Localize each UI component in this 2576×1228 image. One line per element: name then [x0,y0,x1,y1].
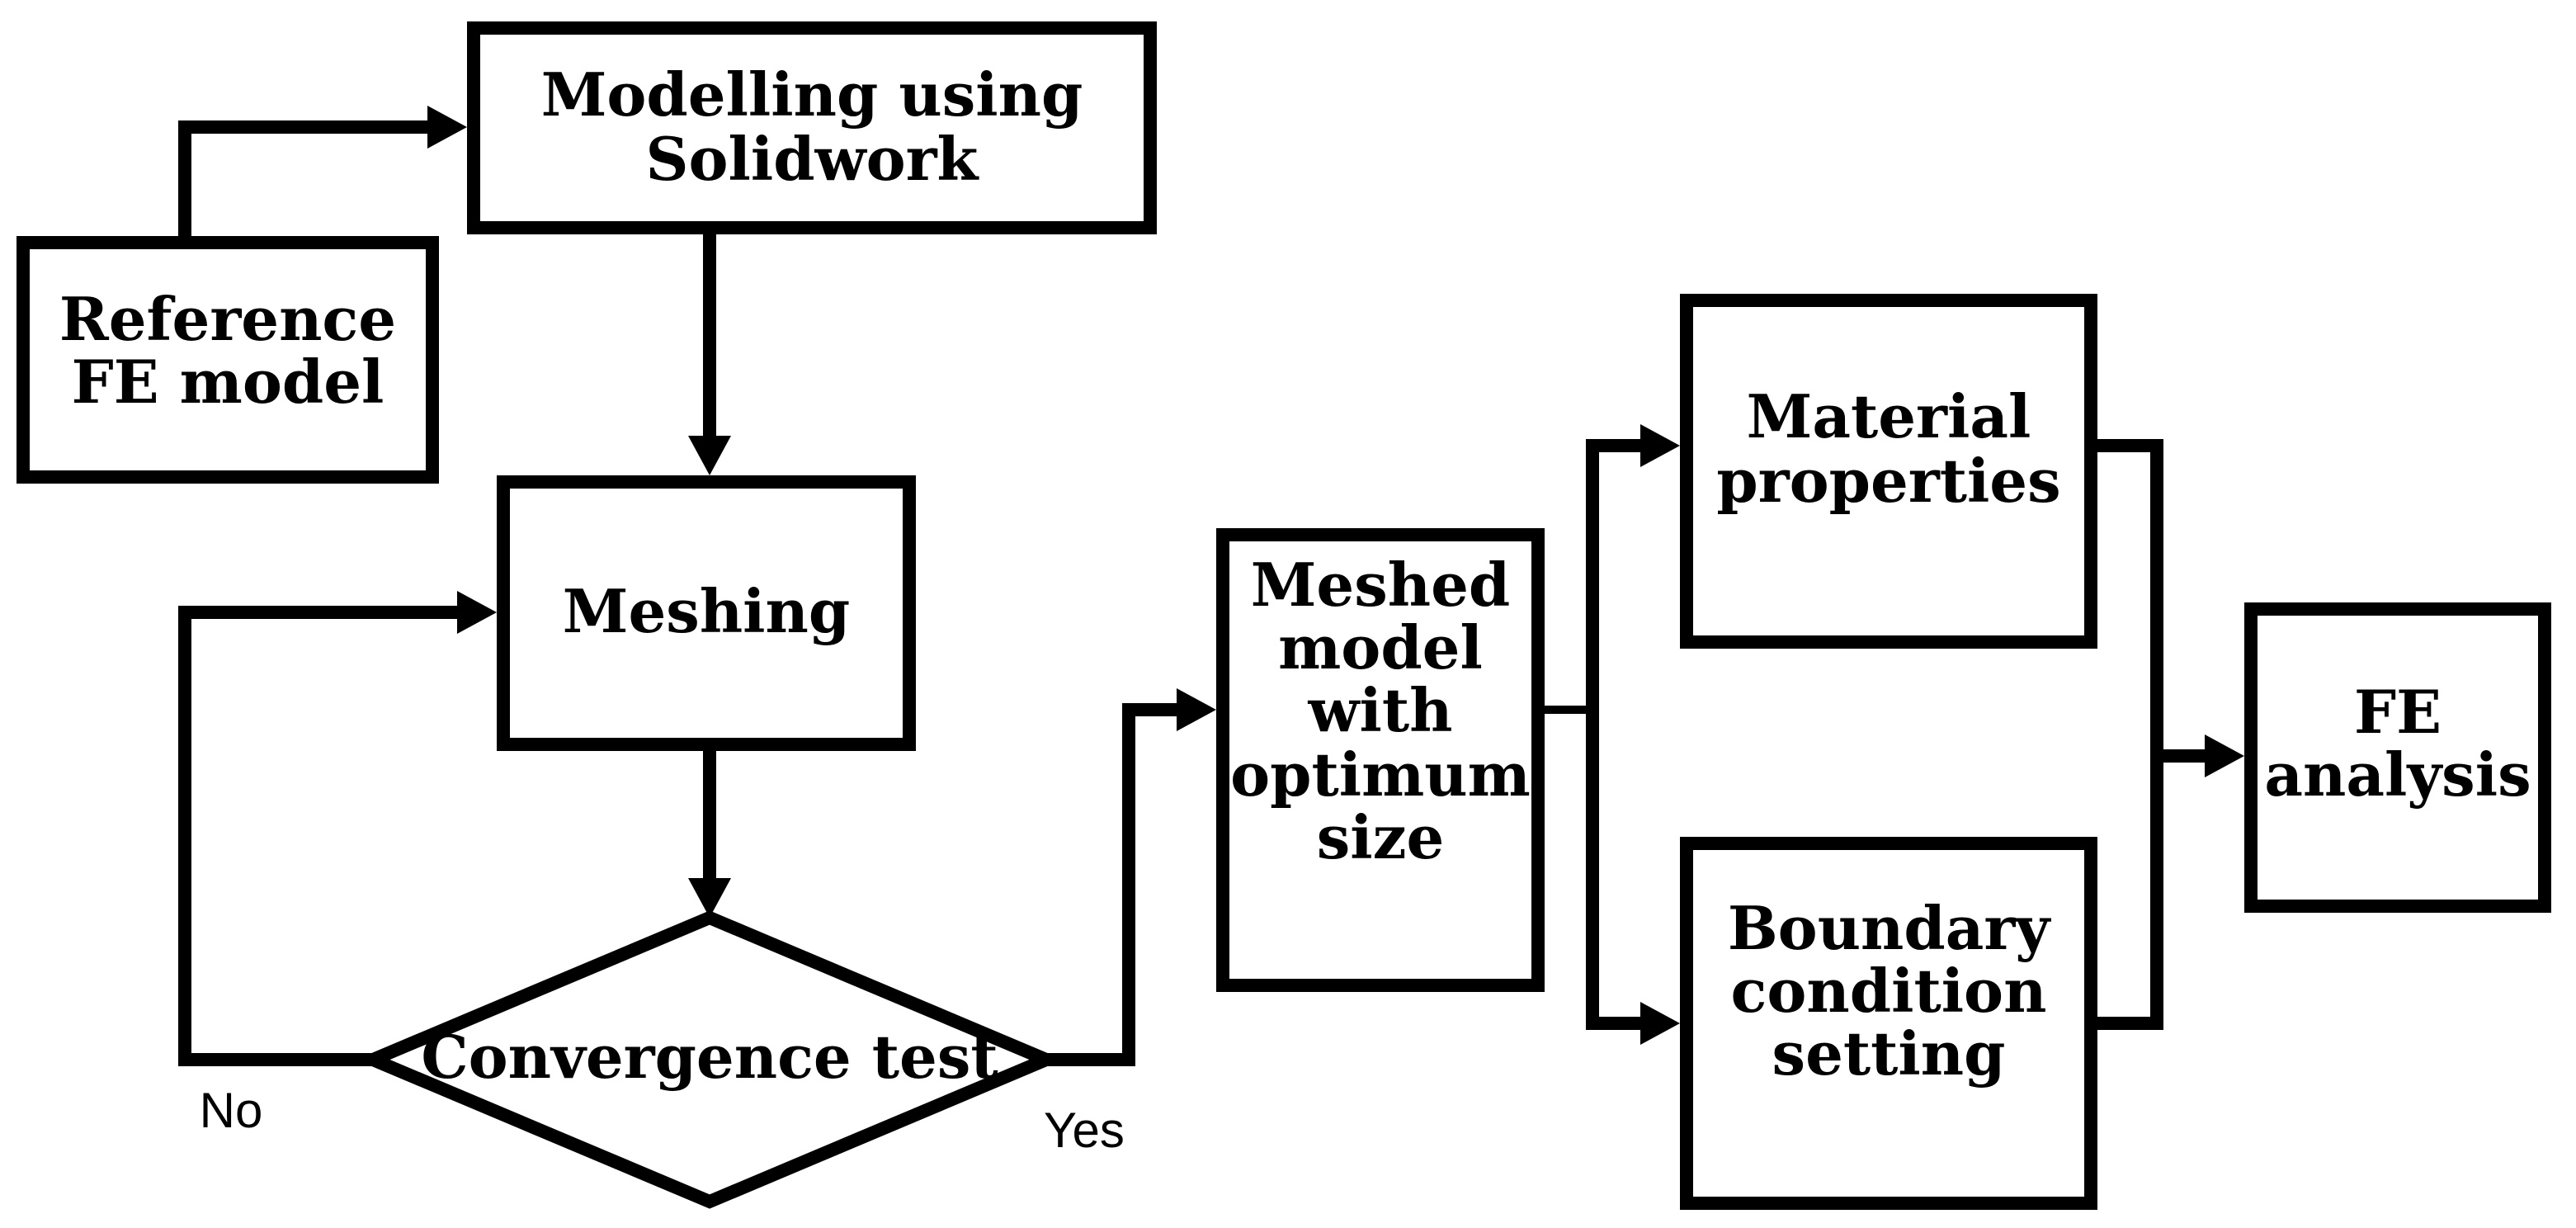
edge-label-yes: Yes [1044,1104,1125,1159]
node-label-convergence-test: Convergence test [421,1023,998,1093]
edge-line [1046,703,1180,1066]
node-reference-fe-model: Reference FE model [17,236,439,484]
node-material-properties: Material properties [1680,294,2097,649]
node-convergence-test-diamond [356,910,1064,1209]
edge-merge-to-fe-analysis [2157,734,2244,777]
edge-meshed-split [1545,439,1599,1030]
arrowhead-down-icon [688,436,731,475]
node-label: FE analysis [2264,678,2531,810]
node-label: Modelling using Solidwork [540,61,1083,194]
edge-line [178,606,460,1066]
arrowhead-right-icon [1640,424,1680,467]
node-modelling-using-solidwork: Modelling using Solidwork [467,21,1157,234]
node-fe-analysis: FE analysis [2244,602,2551,913]
arrowhead-right-icon [1177,688,1216,731]
arrowhead-right-icon [427,106,467,149]
node-label: Meshed model with optimum size [1230,551,1531,873]
node-label: Material properties [1716,383,2061,516]
edge-meshed-to-material [1592,424,1680,467]
edge-meshing-to-convergence [688,751,731,918]
node-label: Meshing [562,578,851,648]
node-label: Boundary condition setting [1727,894,2050,1090]
node-label: Reference FE model [59,285,397,418]
edge-meshed-to-boundary [1592,1002,1680,1045]
arrowhead-right-icon [2205,734,2244,777]
node-meshing: Meshing [497,475,916,751]
edge-modelling-to-meshing [688,234,731,475]
arrowhead-right-icon [457,591,497,634]
edge-convergence-to-meshing-no [178,591,497,1066]
node-boundary-condition-setting: Boundary condition setting [1680,837,2097,1210]
edge-material-boundary-merge [2097,439,2163,1030]
edge-label-no: No [199,1084,263,1139]
arrowhead-right-icon [1640,1002,1680,1045]
edge-reference-to-modelling [178,106,467,236]
edge-line [178,120,434,236]
edge-convergence-to-meshed-yes [1046,688,1216,1066]
edge-line [2097,439,2163,1030]
node-meshed-model-optimum-size: Meshed model with optimum size [1216,528,1545,992]
arrowhead-down-icon [688,878,731,918]
